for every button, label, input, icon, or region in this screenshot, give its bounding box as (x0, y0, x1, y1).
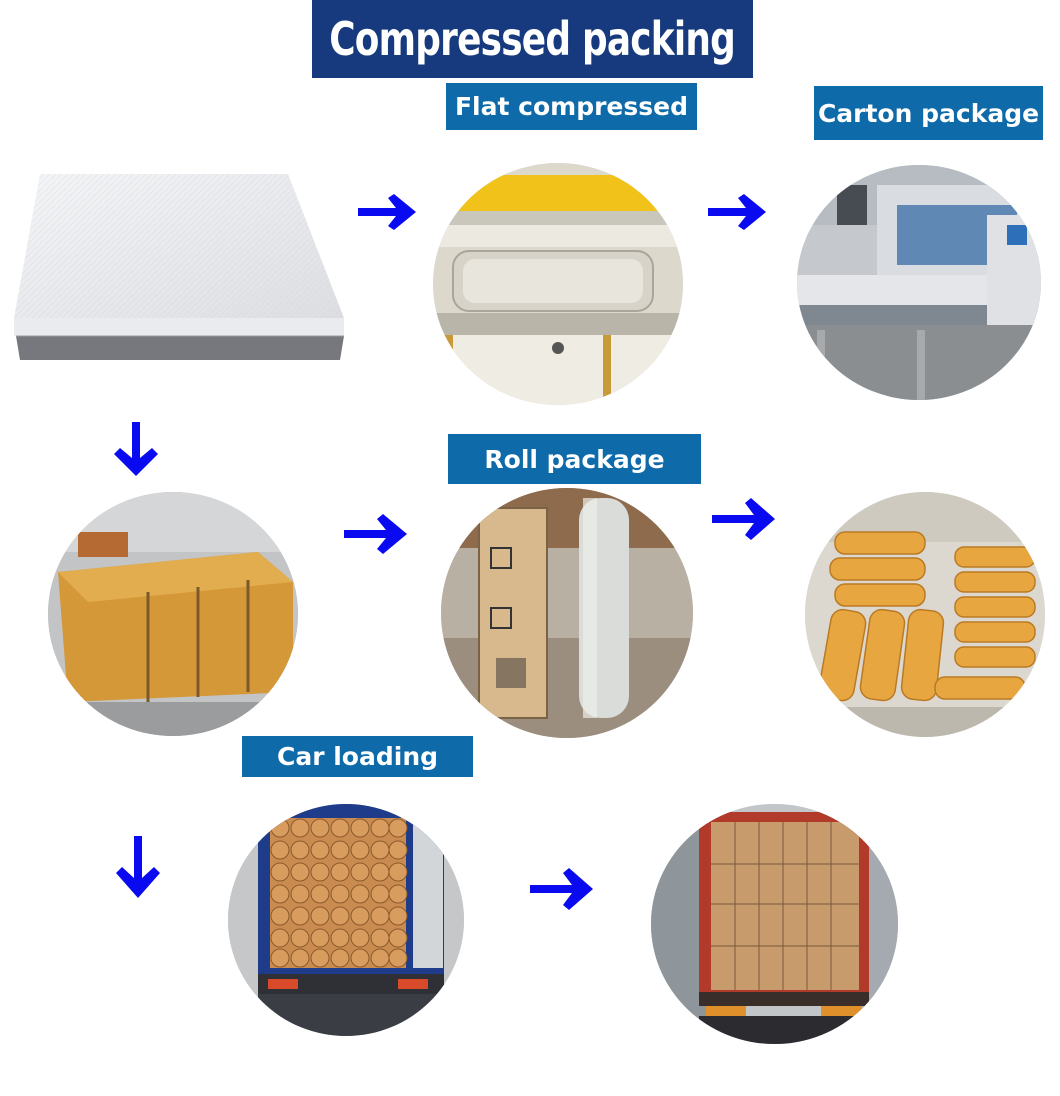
page-title: Compressed packing (312, 0, 753, 78)
arrow-right-icon (712, 496, 776, 542)
wrapped-stack-photo (48, 492, 298, 736)
roll-box-photo (441, 488, 693, 738)
arrow-down-icon (108, 422, 164, 478)
arrow-right-icon (708, 192, 768, 232)
arrow-right-icon (344, 512, 408, 556)
truck-rolls-photo (228, 804, 464, 1036)
arrow-right-icon (530, 866, 594, 912)
label-car-loading: Car loading (242, 736, 473, 777)
page-title-text: Compressed packing (329, 12, 737, 66)
label-carton-package: Carton package (814, 86, 1043, 140)
mattress-image (8, 168, 353, 368)
carton-machine-photo (797, 165, 1041, 400)
label-flat-compressed: Flat compressed (446, 83, 697, 130)
label-roll-package: Roll package (448, 434, 701, 484)
flat-compression-photo (433, 163, 683, 405)
stacked-rolls-photo (805, 492, 1045, 737)
arrow-right-icon (358, 192, 418, 232)
arrow-down-icon (112, 836, 164, 900)
truck-cartons-photo (651, 804, 898, 1044)
